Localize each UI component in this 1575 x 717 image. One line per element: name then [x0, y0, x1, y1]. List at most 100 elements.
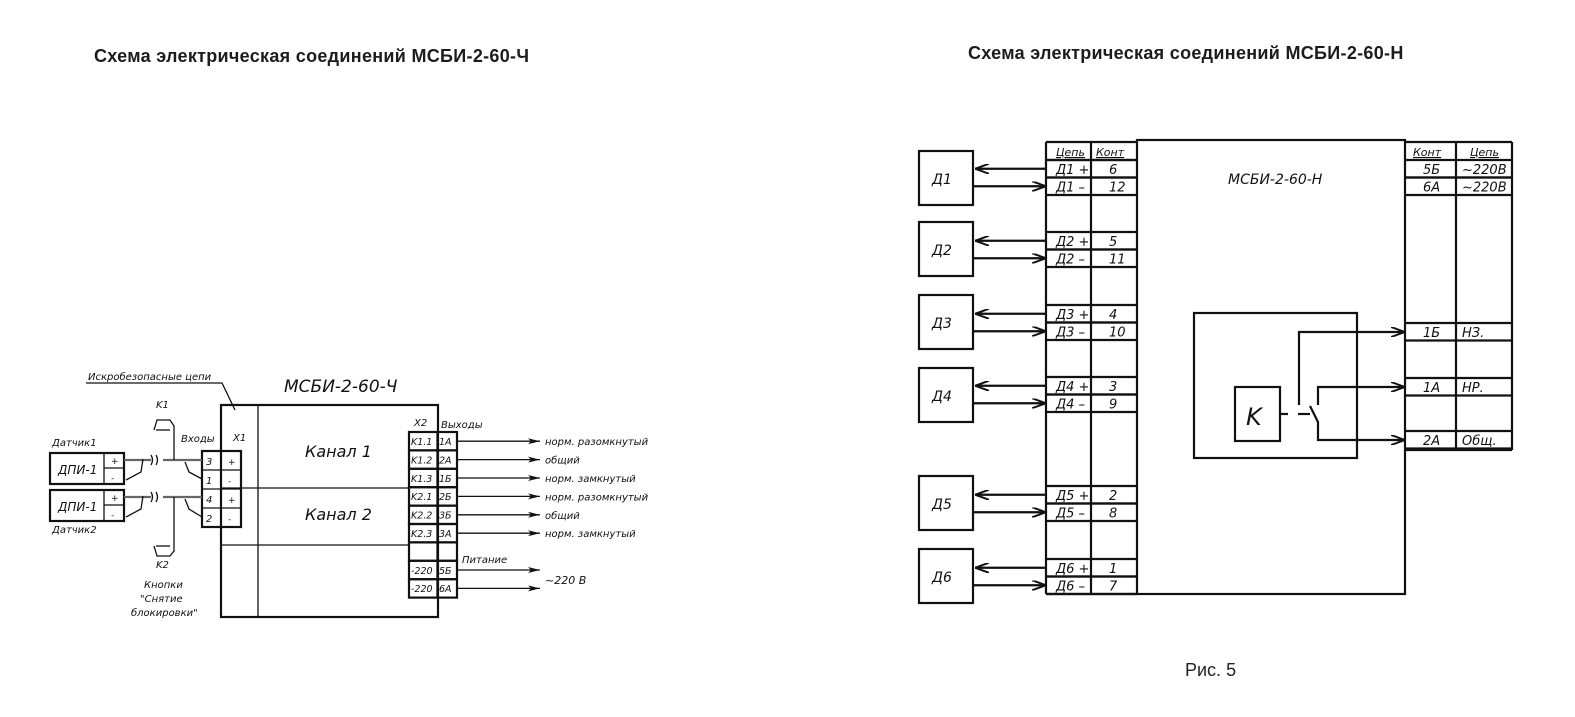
- circuit-cell: Д2 +: [1055, 235, 1089, 250]
- channel-1-label: Канал 1: [305, 442, 372, 461]
- x2-row: [407, 541, 459, 562]
- x1-terminal-sign: +: [228, 458, 236, 468]
- right-device-box: [1135, 138, 1407, 596]
- buttons-caption: блокировки": [131, 607, 198, 619]
- contact-cell: 11: [1109, 253, 1126, 268]
- sensor-label: Д6: [931, 570, 952, 586]
- safe-circuits-leader: [86, 382, 236, 411]
- left-device-name: МСБИ-2-60-Ч: [284, 377, 398, 397]
- output-contact-cell: 1Б: [1423, 326, 1440, 341]
- left-diagram: Искробезопасные цепи МСБИ-2-60-Ч X1 Кана…: [48, 371, 649, 619]
- x2-contact: 1Б: [439, 474, 452, 485]
- x1-terminal-sign: +: [228, 496, 236, 506]
- figure-caption: Рис. 5: [1185, 660, 1237, 680]
- contact-cell: 2: [1109, 489, 1117, 504]
- sensor-2-caption: Датчик2: [51, 525, 97, 536]
- x2-circuit: K1.1: [411, 437, 432, 448]
- contact-cell: 8: [1109, 507, 1117, 522]
- table-header: Цепь: [1470, 146, 1499, 159]
- circuit-cell: Д6 +: [1055, 562, 1089, 577]
- inputs-label: Входы: [181, 434, 215, 445]
- contact-cell: 6: [1109, 163, 1117, 178]
- x2-circuit: K1.3: [411, 474, 432, 485]
- output-contact-cell: 2A: [1423, 434, 1440, 449]
- safe-circuits-label: Искробезопасные цепи: [88, 371, 212, 383]
- x1-terminal-num: 1: [206, 476, 212, 487]
- circuit-cell: Д6 –: [1055, 580, 1085, 595]
- contact-cell: 10: [1109, 326, 1126, 341]
- x1-label: X1: [232, 433, 246, 444]
- output-circuit-cell: НР.: [1462, 381, 1484, 396]
- sensor-pin-plus: +: [111, 494, 119, 504]
- sensor-label: Д5: [931, 497, 952, 513]
- contact-cell: 7: [1109, 580, 1118, 595]
- sensor-1: Датчик1 ДПИ-1 + -: [48, 438, 126, 486]
- x2-circuit: K2.3: [411, 529, 432, 540]
- circuit-cell: Д2 –: [1055, 253, 1085, 268]
- output-contact-cell: 6A: [1423, 181, 1440, 196]
- right-diagram-title: Схема электрическая соединений МСБИ-2-60…: [968, 43, 1404, 63]
- button-k1-label: K1: [156, 400, 169, 411]
- contact-cell: 9: [1109, 398, 1117, 413]
- x2-circuit: K2.1: [411, 492, 432, 503]
- circuit-cell: Д3 –: [1055, 326, 1085, 341]
- circuit-cell: Д5 –: [1055, 507, 1085, 522]
- circuit-cell: Д5 +: [1055, 489, 1089, 504]
- sensor-1-caption: Датчик1: [51, 438, 97, 449]
- x2-circuit: -220: [411, 584, 433, 595]
- x2-circuit: -220: [411, 566, 433, 577]
- x1-terminal-num: 2: [206, 514, 212, 525]
- output-circuit-cell: НЗ.: [1462, 326, 1484, 341]
- sensor-label: Д1: [931, 172, 952, 188]
- x1-terminal-sign: -: [228, 477, 231, 487]
- output-circuit-cell: ~220В: [1462, 163, 1507, 178]
- output-description: норм. разомкнутый: [545, 437, 649, 448]
- circuit-cell: Д3 +: [1055, 308, 1089, 323]
- sensor-box: [917, 149, 975, 207]
- relay-box: [1192, 311, 1359, 460]
- sensor-pin-plus: +: [111, 457, 119, 467]
- button-k1: K1: [153, 400, 175, 460]
- sensor-box: [917, 474, 975, 532]
- x2-contact: 2Б: [439, 492, 452, 503]
- channel-2-label: Канал 2: [305, 505, 372, 524]
- x1-terminal-block: 3 + 1 - 4 + 2 -: [200, 449, 243, 529]
- x2-circuit: K1.2: [411, 455, 432, 466]
- contact-cell: 4: [1109, 308, 1117, 323]
- table-header: Конт: [1413, 146, 1442, 159]
- x2-contact: 3A: [439, 529, 452, 540]
- output-contact-cell: 5Б: [1423, 163, 1440, 178]
- sensor-box: [917, 293, 975, 351]
- outputs-label: Выходы: [441, 420, 483, 431]
- contact-cell: 1: [1109, 562, 1117, 577]
- sensor-1-model: ДПИ-1: [57, 463, 97, 477]
- x2-contact: 5Б: [439, 566, 452, 577]
- x2-label: X2: [413, 418, 427, 429]
- output-description: общий: [545, 510, 580, 522]
- x1-terminal-sign: -: [228, 515, 231, 525]
- table-header: Цепь: [1056, 146, 1085, 159]
- button-k2-label: K2: [156, 560, 169, 571]
- right-device-name: МСБИ-2-60-Н: [1228, 172, 1323, 188]
- circuit-cell: Д4 +: [1055, 380, 1089, 395]
- sensor-pin-minus: -: [111, 474, 114, 484]
- output-circuit-cell: Общ.: [1462, 434, 1497, 449]
- contact-cell: 5: [1109, 235, 1117, 250]
- x1-terminal-num: 4: [206, 495, 212, 506]
- output-description: норм. замкнутый: [545, 474, 636, 485]
- x2-contact: 3Б: [439, 511, 452, 522]
- left-diagram-title: Схема электрическая соединений МСБИ-2-60…: [94, 46, 530, 66]
- table-header: Конт: [1096, 146, 1125, 159]
- relay-contacts: [1280, 332, 1405, 440]
- circuit-cell: Д4 –: [1055, 398, 1085, 413]
- sensor-2: ДПИ-1 + - Датчик2: [48, 488, 126, 536]
- power-value: ~220 В: [545, 574, 586, 587]
- button-k2: K2: [153, 497, 175, 571]
- relay-label: K: [1246, 403, 1264, 431]
- sensor-label: Д4: [931, 389, 952, 405]
- circuit-cell: Д1 +: [1055, 163, 1089, 178]
